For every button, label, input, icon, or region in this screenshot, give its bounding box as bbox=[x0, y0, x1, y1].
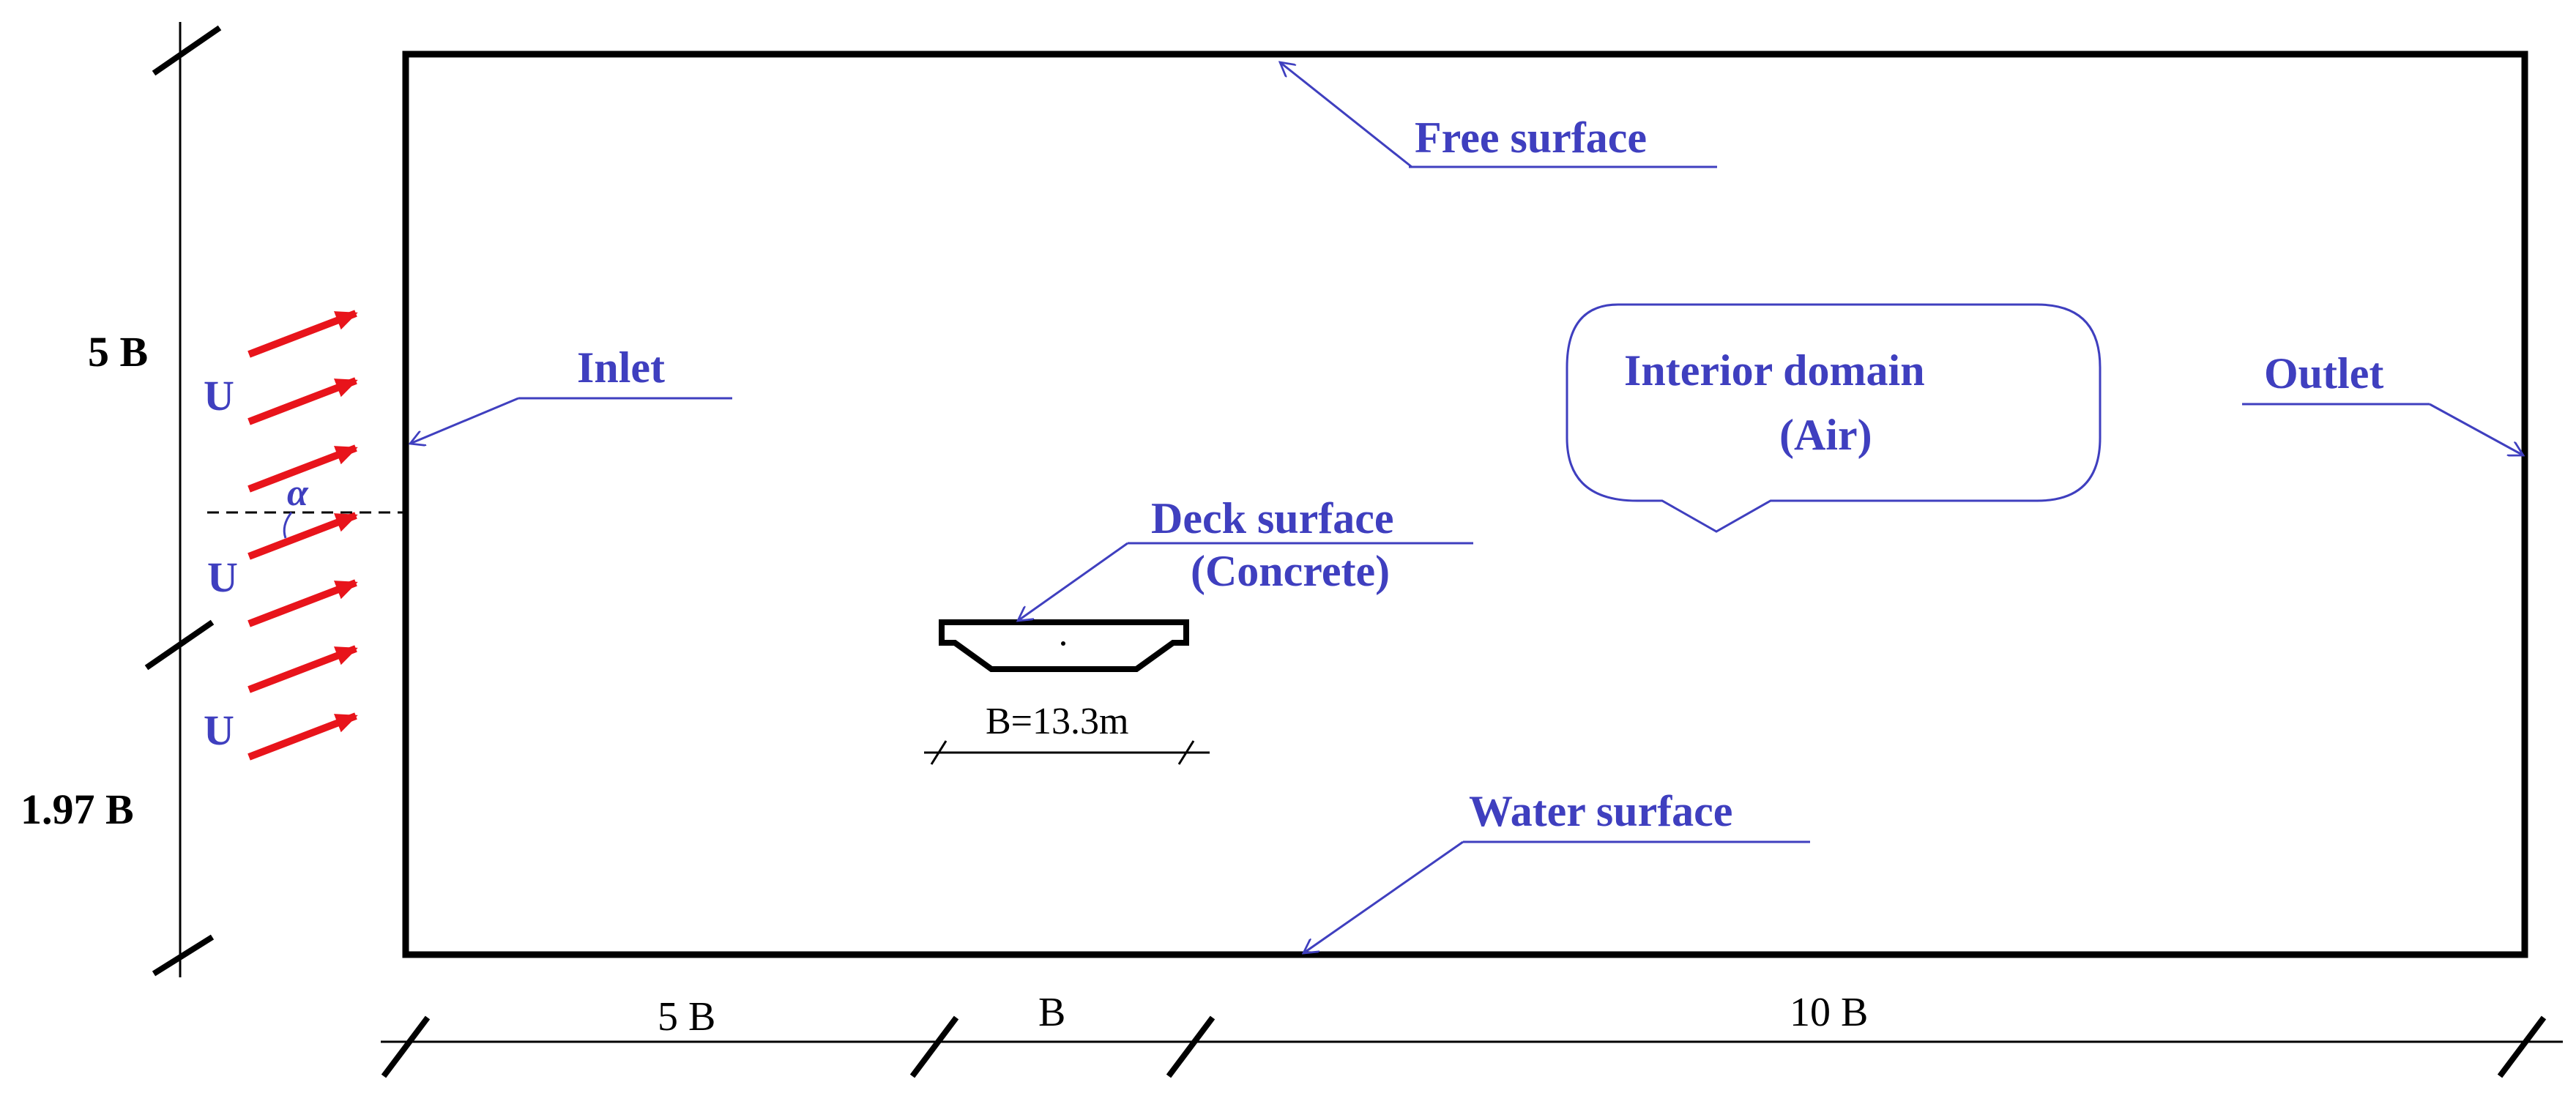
inflow-arrow-4 bbox=[247, 512, 358, 560]
dim-tick-x2 bbox=[1166, 1015, 1216, 1078]
inflow-arrow-1 bbox=[247, 310, 358, 358]
inlet-leader bbox=[410, 397, 519, 444]
velocity-label-bottom: U bbox=[204, 706, 234, 754]
width-upstream-label: 5 B bbox=[658, 994, 715, 1040]
deck-dim-tick-left bbox=[930, 740, 948, 765]
deck-width-dimension bbox=[924, 740, 1210, 765]
velocity-label-top: U bbox=[204, 372, 234, 419]
free-surface-leader bbox=[1280, 62, 1412, 168]
free-surface-label: Free surface bbox=[1415, 113, 1647, 162]
dim-tick-x1 bbox=[909, 1015, 959, 1078]
dim-tick-mid bbox=[144, 619, 215, 671]
inflow-arrow-7 bbox=[247, 712, 358, 761]
inflow-arrow-3 bbox=[247, 444, 358, 493]
velocity-label-mid: U bbox=[207, 553, 238, 601]
horizontal-dimension bbox=[381, 1015, 2563, 1078]
deck-concrete-label: (Concrete) bbox=[1191, 547, 1390, 595]
deck-centroid-dot bbox=[1061, 641, 1065, 646]
width-deck-label: B bbox=[1038, 990, 1065, 1035]
outlet-leader bbox=[2429, 403, 2523, 455]
width-downstream-label: 10 B bbox=[1790, 990, 1868, 1035]
outlet-label: Outlet bbox=[2264, 349, 2383, 398]
deck-surface-label: Deck surface bbox=[1151, 494, 1394, 542]
water-surface-label: Water surface bbox=[1469, 787, 1732, 835]
height-lower-label: 1.97 B bbox=[21, 786, 134, 833]
dim-tick-top bbox=[152, 25, 222, 76]
deck-width-label: B=13.3m bbox=[986, 701, 1128, 742]
deck-dim-tick-right bbox=[1177, 740, 1195, 765]
domain-boundary bbox=[402, 51, 2528, 958]
inflow-arrow-6 bbox=[247, 645, 358, 693]
water-surface-leader bbox=[1303, 840, 1464, 953]
angle-arc bbox=[283, 512, 293, 539]
deck-leader bbox=[1018, 542, 1128, 621]
interior-callout-bubble bbox=[1566, 303, 2102, 533]
inflow-arrow-5 bbox=[247, 579, 358, 627]
vertical-dimension bbox=[144, 22, 222, 977]
angle-label: α bbox=[287, 472, 309, 514]
dim-tick-x3 bbox=[2497, 1015, 2547, 1078]
inlet-label: Inlet bbox=[577, 343, 665, 392]
dim-tick-bottom bbox=[152, 934, 215, 977]
interior-air-label: (Air) bbox=[1779, 411, 1872, 459]
inflow-arrow-2 bbox=[247, 377, 358, 425]
interior-domain-label: Interior domain bbox=[1624, 346, 1925, 395]
dim-tick-x0 bbox=[381, 1015, 431, 1078]
deck-cross-section bbox=[939, 619, 1189, 672]
height-upper-label: 5 B bbox=[88, 328, 148, 376]
inflow-arrows bbox=[247, 310, 358, 761]
